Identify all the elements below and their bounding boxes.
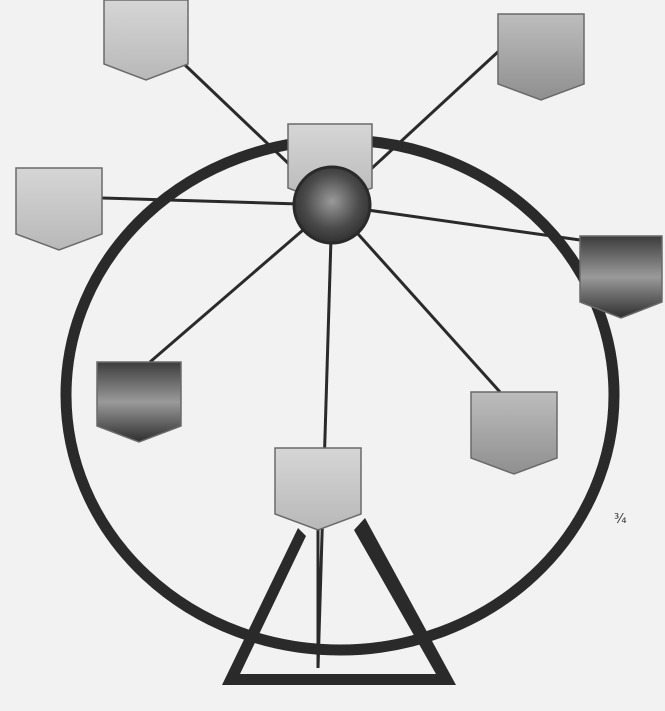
support-stand [222, 518, 456, 685]
gondola-left [16, 168, 102, 250]
spoke-bottom [318, 205, 332, 668]
gondola-top-left [104, 0, 188, 80]
gondola-bottom [275, 448, 361, 530]
gondola-right [580, 236, 662, 318]
corner-mark: ¾ [614, 512, 627, 527]
gondola-top-right [498, 14, 584, 100]
gondolas [16, 0, 662, 530]
gondola-lower-right [471, 392, 557, 474]
wheel-hub [294, 167, 370, 243]
gondola-lower-left [97, 362, 181, 442]
